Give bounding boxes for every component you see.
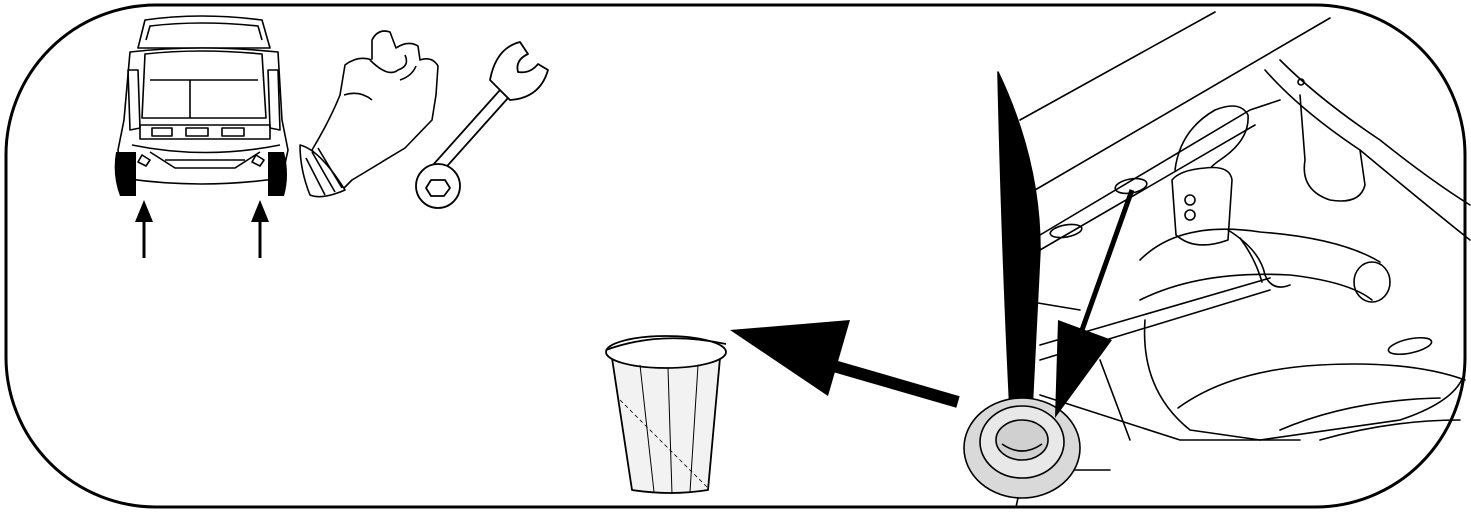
discard-arrow [730,320,960,408]
lift-arrow-right [251,200,269,258]
wrench-icon [415,41,549,209]
glove-icon [299,30,439,198]
drain-plug-icon [963,397,1081,508]
left-wheel [114,152,136,196]
right-wheel [268,152,287,196]
car-rear-icon [117,15,289,185]
lift-arrow-left [135,200,153,258]
removal-arrow [1055,189,1135,418]
waste-bin-icon [605,335,727,495]
